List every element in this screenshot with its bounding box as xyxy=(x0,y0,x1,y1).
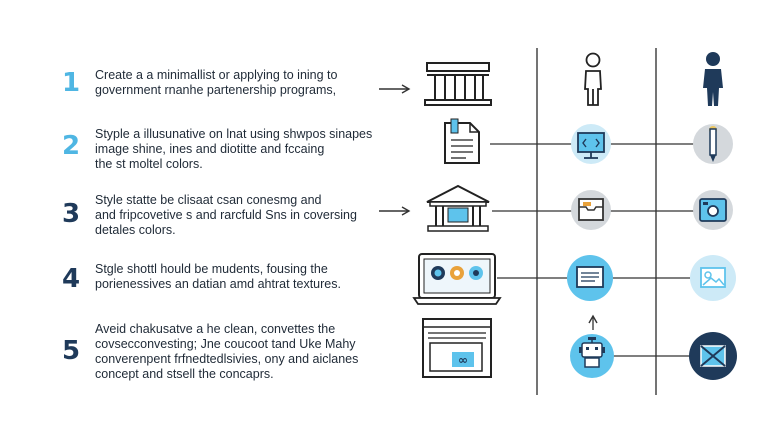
step-text: Aveid chakusatve a he clean, convettes t… xyxy=(95,322,370,382)
step-number: 1 xyxy=(61,68,81,98)
classical-building-icon xyxy=(424,62,492,106)
step-text-line: Style statte be clisaat csan conesmg and xyxy=(95,193,322,207)
step-text: Create a a minimallist or applying to in… xyxy=(95,68,370,98)
step-number: 4 xyxy=(61,264,81,294)
bank-icon xyxy=(426,184,490,232)
image-icon xyxy=(690,255,736,301)
step-text-line: Stgle shottl hould be mudents, fousing t… xyxy=(95,262,328,276)
monitor-code-icon xyxy=(571,124,611,164)
mail-icon xyxy=(689,332,737,380)
browser-window-icon: ∞ xyxy=(422,318,492,378)
step-text-line: Create a a minimallist or applying to in… xyxy=(95,68,338,82)
step-text: Style statte be clisaat csan conesmg and… xyxy=(95,193,370,238)
step-text-line: image shine, ines and diotitte and fccai… xyxy=(95,142,325,156)
person-solid-icon xyxy=(703,52,723,106)
tray-icon xyxy=(571,190,611,230)
step-text-line: the st moltel colors. xyxy=(95,157,203,171)
step-number: 2 xyxy=(61,131,81,161)
step-text-line: and fripcovetive s and rarcfuld Sns in c… xyxy=(95,208,357,222)
laptop-dashboard-icon xyxy=(412,253,502,305)
person-outline-icon xyxy=(584,52,602,106)
step-text-line: detales colors. xyxy=(95,223,176,237)
step-text-line: porienessives an datian amd ahtrat textu… xyxy=(95,277,341,291)
robot-icon xyxy=(570,334,614,378)
step-number: 3 xyxy=(61,199,81,229)
screen-icon xyxy=(567,255,613,301)
document-icon xyxy=(444,118,480,164)
step-text-line: government rnanhe partenership programs, xyxy=(95,83,337,97)
step-text-line: Styple a illusunative on lnat using shwp… xyxy=(95,127,373,141)
step-text-line: covsecconvesting; Jne coucoot tand Uke M… xyxy=(95,337,356,351)
pencil-icon xyxy=(693,124,733,164)
step-text-line: concept and stsell the concaprs. xyxy=(95,367,274,381)
step-text: Styple a illusunative on lnat using shwp… xyxy=(95,127,373,172)
step-number: 5 xyxy=(61,336,81,366)
step-text: Stgle shottl hould be mudents, fousing t… xyxy=(95,262,370,292)
step-text-line: converenpent frfnedtedlsivies, ony and a… xyxy=(95,352,359,366)
svg-text:∞: ∞ xyxy=(458,353,468,367)
camera-icon xyxy=(693,190,733,230)
step-text-line: Aveid chakusatve a he clean, convettes t… xyxy=(95,322,336,336)
